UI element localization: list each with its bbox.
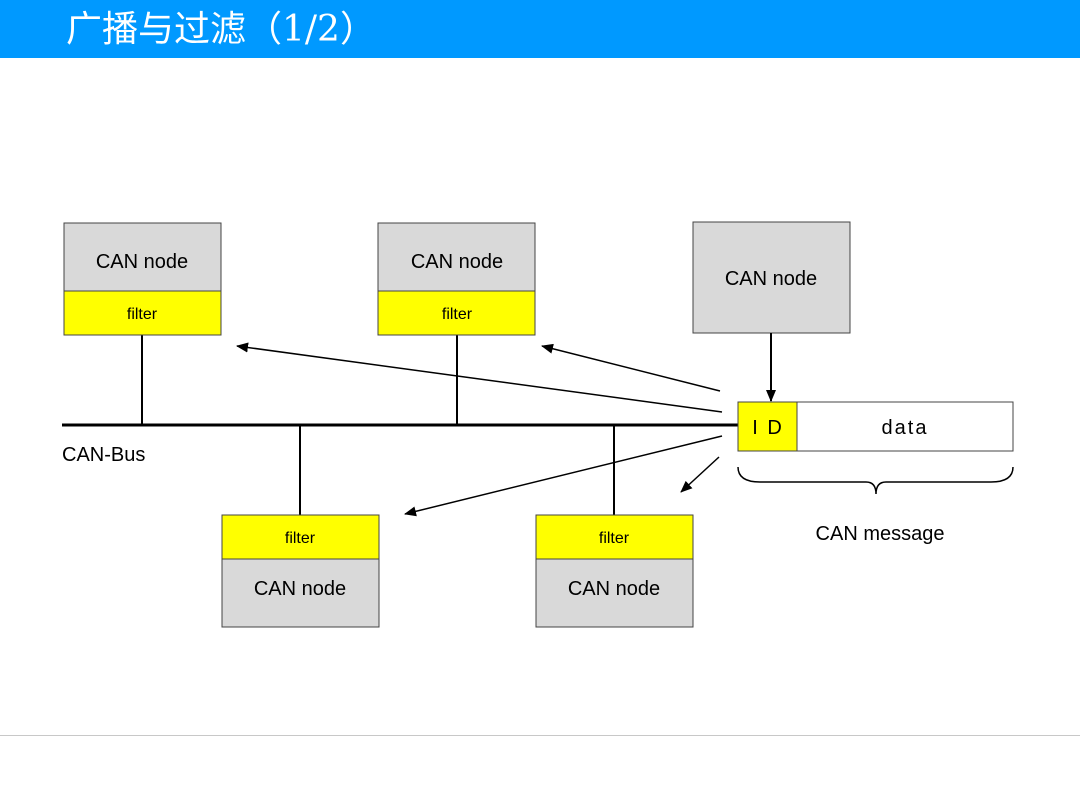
can-node-label: CAN node xyxy=(411,251,503,273)
footer-divider xyxy=(0,735,1080,736)
broadcast-arrow-node-4 xyxy=(404,435,723,517)
message-brace xyxy=(737,466,1014,495)
filter-box xyxy=(377,290,536,336)
can-node-5: filter CAN node xyxy=(535,514,694,628)
message-caption: CAN message xyxy=(816,523,945,545)
filter-box xyxy=(221,514,380,560)
can-node-label: CAN node xyxy=(254,578,346,600)
can-node-label: CAN node xyxy=(725,268,817,290)
filter-box xyxy=(535,514,694,560)
can-node-sender: CAN node xyxy=(692,221,851,334)
message-id-label: I D xyxy=(752,417,784,439)
filter-label: filter xyxy=(127,306,158,323)
can-node-label: CAN node xyxy=(96,251,188,273)
message-data-field xyxy=(796,401,1014,452)
can-message: I D data CAN message xyxy=(737,401,1014,545)
broadcast-arrow-node-2 xyxy=(541,343,721,392)
filter-label: filter xyxy=(285,530,316,547)
filter-label: filter xyxy=(599,530,630,547)
can-node-4: filter CAN node xyxy=(221,514,380,628)
message-data-label: data xyxy=(882,417,929,439)
can-node-2: CAN node filter xyxy=(377,222,536,336)
filter-box xyxy=(63,290,222,336)
can-node-label: CAN node xyxy=(568,578,660,600)
page-title: 广播与过滤（1/2） xyxy=(66,9,376,50)
broadcast-arrow-node-5 xyxy=(680,456,720,493)
broadcast-arrow-node-1 xyxy=(236,342,723,413)
filter-label: filter xyxy=(442,306,473,323)
title-bar: 广播与过滤（1/2） xyxy=(0,0,1080,58)
can-node-1: CAN node filter xyxy=(63,222,222,336)
can-bus-label: CAN-Bus xyxy=(62,444,145,466)
message-id-field xyxy=(737,401,798,452)
